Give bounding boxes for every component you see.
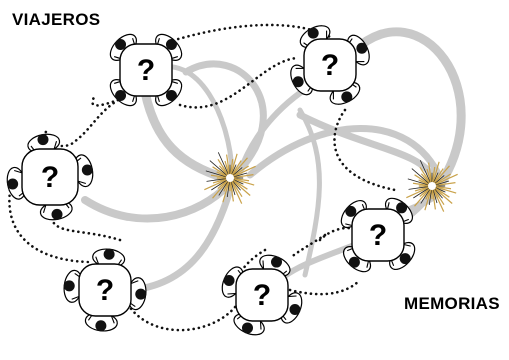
trail-11	[297, 107, 322, 278]
table-shape	[119, 43, 173, 97]
memory-bursts	[204, 152, 458, 212]
path-8	[333, 108, 397, 192]
trail-3	[81, 181, 232, 223]
group-2: ?	[290, 25, 370, 105]
group-6: ?	[340, 197, 416, 273]
group-5: ?	[221, 254, 303, 336]
travelers-label: VIAJEROS	[12, 10, 101, 29]
trail-2	[182, 60, 267, 179]
path-5	[123, 298, 242, 332]
table-shape	[235, 268, 289, 322]
table-shape	[78, 263, 132, 317]
memories-label: MEMORIAS	[404, 294, 500, 313]
question-mark: ?	[41, 161, 59, 194]
memory-burst-1	[204, 152, 256, 204]
question-mark: ?	[96, 274, 114, 307]
group-1: ?	[109, 33, 183, 107]
table-shape	[303, 38, 357, 92]
question-mark: ?	[321, 49, 339, 82]
path-9	[178, 56, 300, 109]
trail-1	[140, 87, 230, 183]
trail-4	[126, 186, 234, 294]
question-mark: ?	[253, 279, 271, 312]
path-12	[288, 233, 327, 260]
trail-7	[350, 27, 466, 190]
traveler-groups: ??????	[6, 25, 416, 336]
path-6	[288, 278, 362, 296]
table-shape	[351, 208, 405, 262]
trail-9	[246, 125, 444, 182]
traveler-icon	[84, 310, 118, 332]
memory-burst-2	[406, 160, 458, 212]
path-3	[8, 178, 90, 264]
path-10	[91, 93, 120, 107]
question-mark: ?	[137, 54, 155, 87]
group-3: ?	[6, 133, 94, 221]
trail-8	[296, 111, 439, 184]
path-7	[318, 226, 362, 242]
table-shape	[21, 148, 79, 206]
group-4: ?	[63, 248, 147, 332]
question-mark: ?	[369, 219, 387, 252]
traveler-icon	[109, 79, 137, 107]
